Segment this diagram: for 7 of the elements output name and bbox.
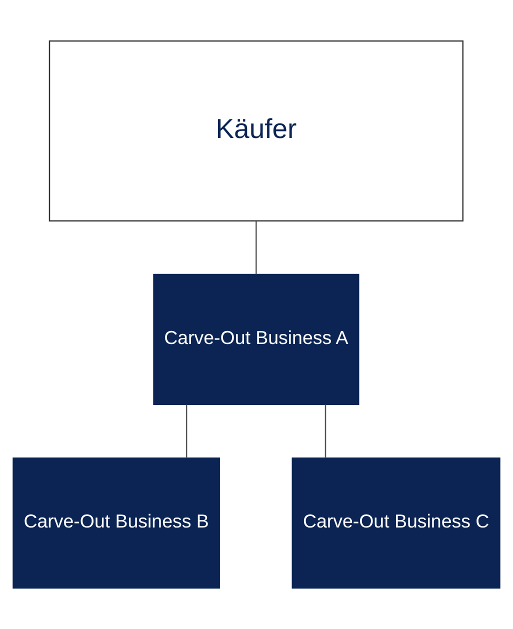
connector (324, 404, 326, 458)
node-box: Käufer (48, 40, 464, 222)
node-box: Carve-Out Business C (292, 458, 500, 589)
connector (186, 404, 188, 458)
node-box: Carve-Out Business A (153, 274, 360, 406)
node-box: Carve-Out Business B (12, 458, 220, 589)
connector (256, 221, 257, 274)
